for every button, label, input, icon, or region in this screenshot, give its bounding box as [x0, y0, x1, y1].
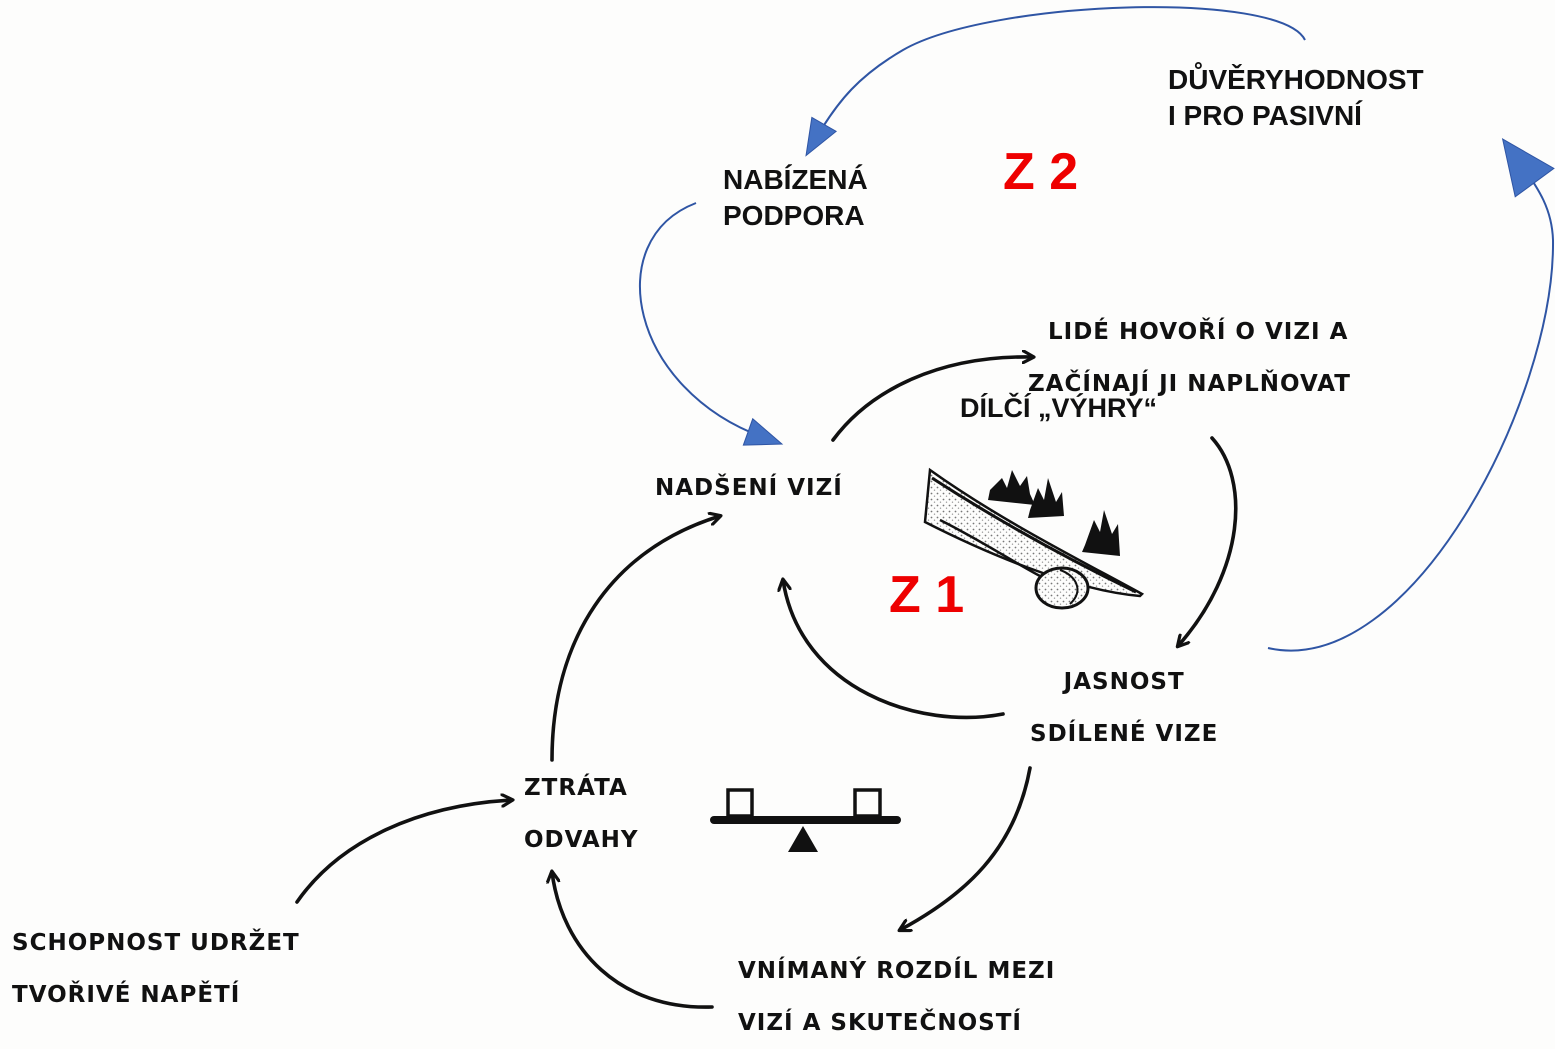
- arrow-jasnost-to-nadseni: [783, 580, 1005, 720]
- causal-arrows: [295, 357, 1238, 1009]
- node-lide-line-1: LIDÉ HOVOŘÍ O VIZI A: [1048, 319, 1349, 345]
- arrow-jasnost-to-duveryhodnost: [1267, 138, 1555, 652]
- zone-label-z2: Z 2: [1003, 143, 1079, 201]
- annotation-nabizena-line-1: NABÍZENÁ: [723, 164, 868, 195]
- node-schopnost-line-2: TVOŘIVÉ NAPĚTÍ: [12, 982, 241, 1008]
- node-vnimany-rozdil: VNÍMANÝ ROZDÍL MEZI VIZÍ A SKUTEČNOSTÍ: [738, 945, 1055, 1049]
- annotation-duveryhodnost-line-1: DŮVĚRYHODNOST: [1168, 64, 1424, 95]
- arrow-ztrata-to-nadseni: [550, 516, 720, 762]
- node-jasnost-sdilene-vize: JASNOST SDÍLENÉ VIZE: [1030, 656, 1218, 760]
- annotation-arrows: [638, 6, 1555, 652]
- node-schopnost-line-1: SCHOPNOST UDRŽET: [12, 930, 300, 956]
- node-jasnost-line-1: JASNOST: [1063, 669, 1185, 695]
- node-nadseni-vizi: NADŠENÍ VIZÍ: [655, 462, 843, 514]
- node-lide-line-2: ZAČÍNAJÍ JI NAPLŇOVAT: [1028, 371, 1351, 397]
- zone-label-z1: Z 1: [889, 566, 965, 624]
- annotation-dilci-vyhry: DÍLČÍ „VÝHRY“: [960, 390, 1157, 426]
- annotation-nabizena-podpora: NABÍZENÁ PODPORA: [723, 162, 868, 234]
- node-schopnost-udrzet: SCHOPNOST UDRŽET TVOŘIVÉ NAPĚTÍ: [12, 917, 300, 1021]
- arrow-jasnost-to-vnimany: [900, 766, 1032, 930]
- node-vnimany-line-2: VIZÍ A SKUTEČNOSTÍ: [738, 1010, 1022, 1036]
- node-ztrata-odvahy: ZTRÁTA ODVAHY: [524, 762, 639, 866]
- arrow-nabizena-to-nadseni: [638, 202, 784, 446]
- seesaw-balance-icon: [710, 788, 901, 852]
- node-nadseni-line-1: NADŠENÍ VIZÍ: [655, 475, 843, 501]
- annotation-dilci-line-1: DÍLČÍ „VÝHRY“: [960, 393, 1158, 423]
- annotation-duveryhodnost-line-2: I PRO PASIVNÍ: [1168, 100, 1362, 131]
- node-ztrata-line-1: ZTRÁTA: [524, 775, 628, 801]
- arrow-duveryhodnost-to-nabizena: [805, 6, 1306, 157]
- node-ztrata-line-2: ODVAHY: [524, 827, 639, 853]
- annotation-duveryhodnost: DŮVĚRYHODNOST I PRO PASIVNÍ: [1168, 62, 1424, 134]
- annotation-nabizena-line-2: PODPORA: [723, 200, 865, 231]
- arrow-schopnost-to-ztrata: [295, 800, 512, 904]
- node-vnimany-line-1: VNÍMANÝ ROZDÍL MEZI: [738, 958, 1056, 984]
- node-lide-hovori: LIDÉ HOVOŘÍ O VIZI A ZAČÍNAJÍ JI NAPLŇOV…: [1028, 306, 1351, 410]
- node-jasnost-line-2: SDÍLENÉ VIZE: [1030, 721, 1219, 747]
- arrow-lide-to-jasnost: [1178, 436, 1238, 646]
- snowball-on-hill-icon: [923, 467, 1145, 610]
- arrow-nadseni-to-lide: [831, 357, 1033, 442]
- arrow-vnimany-to-ztrata: [552, 872, 714, 1009]
